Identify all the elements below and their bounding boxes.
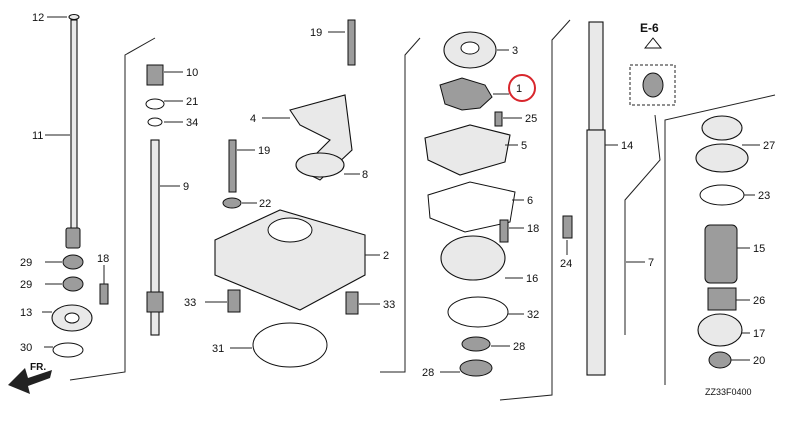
callout-2: 2 bbox=[383, 250, 389, 262]
callout-22: 22 bbox=[259, 198, 271, 210]
callout-31: 31 bbox=[212, 343, 224, 355]
callout-21: 21 bbox=[186, 96, 198, 108]
shim-23 bbox=[699, 184, 745, 206]
detail-label: E-6 bbox=[640, 21, 659, 35]
washer-21 bbox=[145, 98, 165, 110]
rod-9-collar bbox=[146, 291, 164, 313]
callout-11: 11 bbox=[32, 130, 43, 142]
callout-18: 18 bbox=[527, 223, 539, 235]
callouts: 12 11 29 29 18 13 30 10 21 34 9 19 4 8 1… bbox=[20, 12, 775, 379]
bearing-28a bbox=[461, 336, 491, 352]
detail-box-e6 bbox=[629, 64, 676, 106]
rod-end-11 bbox=[65, 227, 81, 249]
callout-10: 10 bbox=[186, 67, 198, 79]
oring-30 bbox=[52, 342, 84, 358]
gasket-6 bbox=[427, 181, 516, 233]
nut-20 bbox=[708, 351, 732, 369]
callout-17: 17 bbox=[753, 328, 765, 340]
callout-33: 33 bbox=[184, 297, 196, 309]
grommet-8 bbox=[295, 152, 345, 178]
callout-5: 5 bbox=[521, 140, 527, 152]
callout-7: 7 bbox=[648, 257, 654, 269]
housing-2-bore bbox=[267, 217, 313, 243]
callout-26: 26 bbox=[753, 295, 765, 307]
callout-8: 8 bbox=[362, 169, 368, 181]
callout-34: 34 bbox=[186, 117, 198, 129]
rod-9 bbox=[150, 139, 160, 336]
detail-seal bbox=[642, 72, 664, 98]
clip-34 bbox=[147, 117, 163, 127]
spring-10 bbox=[146, 64, 164, 86]
washer-22 bbox=[222, 197, 242, 209]
oring-31 bbox=[252, 322, 328, 368]
impeller-1 bbox=[439, 77, 493, 111]
callout-1: 1 bbox=[516, 83, 522, 95]
highlight-circle bbox=[508, 74, 536, 102]
bracket-shaft bbox=[499, 19, 571, 401]
tube-7 bbox=[624, 114, 661, 335]
bracket-right bbox=[664, 94, 776, 385]
bearing-29b bbox=[62, 276, 84, 292]
callout-16: 16 bbox=[526, 273, 538, 285]
plate-5 bbox=[424, 124, 511, 176]
callout-13: 13 bbox=[20, 307, 32, 319]
callout-14: 14 bbox=[621, 140, 633, 152]
pinion-17 bbox=[697, 313, 743, 347]
callout-12: 12 bbox=[32, 12, 44, 24]
clip-12 bbox=[68, 13, 80, 21]
callout-15: 15 bbox=[753, 243, 765, 255]
callout-3: 3 bbox=[512, 45, 518, 57]
key-25 bbox=[494, 111, 503, 127]
callout-28: 28 bbox=[513, 341, 525, 353]
front-arrow-icon bbox=[8, 368, 52, 394]
dowel-33-left bbox=[227, 289, 241, 313]
callout-20: 20 bbox=[753, 355, 765, 367]
callout-33: 33 bbox=[383, 299, 395, 311]
bolt-19-top bbox=[347, 19, 356, 66]
drive-shaft-upper bbox=[588, 21, 604, 131]
callout-28: 28 bbox=[422, 367, 434, 379]
housing-2 bbox=[214, 209, 366, 311]
dowel-33-right bbox=[345, 291, 359, 315]
pump-liner-3-bore bbox=[460, 41, 480, 55]
callout-25: 25 bbox=[525, 113, 537, 125]
callout-23: 23 bbox=[758, 190, 770, 202]
housing-13-bore bbox=[64, 312, 80, 324]
callout-9: 9 bbox=[183, 181, 189, 193]
callout-30: 30 bbox=[20, 342, 32, 354]
callout-18: 18 bbox=[97, 253, 109, 265]
bolt-18-pump bbox=[499, 219, 509, 243]
race-27 bbox=[695, 143, 749, 173]
bracket-mid bbox=[380, 37, 421, 373]
diagram-code: ZZ33F0400 bbox=[705, 387, 752, 397]
pump-body-16 bbox=[440, 235, 506, 281]
callout-29: 29 bbox=[20, 279, 32, 291]
callout-19: 19 bbox=[258, 145, 270, 157]
callout-29: 29 bbox=[20, 257, 32, 269]
bearing-26 bbox=[707, 287, 737, 311]
gear-27 bbox=[701, 115, 743, 141]
sleeve-15 bbox=[704, 224, 738, 284]
pin-24 bbox=[562, 215, 573, 239]
callout-4: 4 bbox=[250, 113, 256, 125]
bearing-28b bbox=[459, 359, 493, 377]
callout-24: 24 bbox=[560, 258, 572, 270]
oring-32 bbox=[447, 296, 509, 328]
arrow-up-icon bbox=[643, 37, 663, 49]
callout-6: 6 bbox=[527, 195, 533, 207]
callout-32: 32 bbox=[527, 309, 539, 321]
front-marker-label: FR. bbox=[30, 362, 46, 373]
bracket-left bbox=[69, 37, 156, 381]
bolt-19-mid bbox=[228, 139, 237, 193]
bearing-29a bbox=[62, 254, 84, 270]
leader-lines bbox=[42, 16, 760, 373]
drive-shaft-14 bbox=[586, 129, 606, 376]
callout-27: 27 bbox=[763, 140, 775, 152]
rod-11 bbox=[70, 19, 78, 233]
callout-19: 19 bbox=[310, 27, 322, 39]
bolt-18-left bbox=[99, 283, 109, 305]
